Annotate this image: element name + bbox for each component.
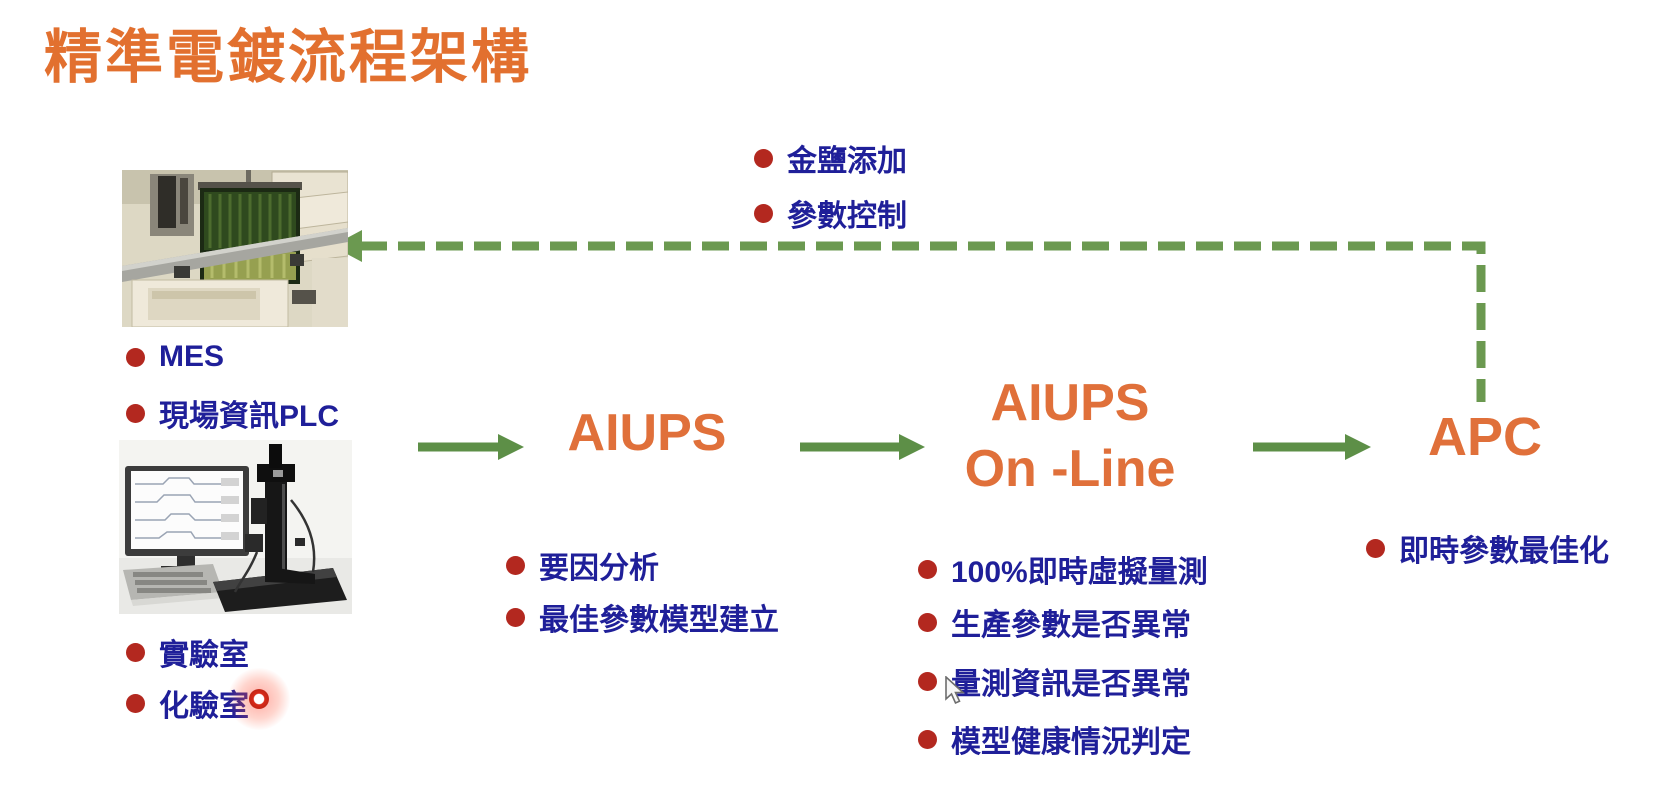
input-item-chem-lab: 化驗室 [126,681,249,725]
input-item-label: 現場資訊PLC [159,400,339,433]
stage-aiups-label: AIUPS [567,404,727,462]
aiups-item-best-parameter-model: 最佳參數模型建立 [506,595,779,639]
input-item-label: 化驗室 [159,690,249,723]
bullet-dot-icon [918,612,937,632]
bullet-dot-icon [126,693,145,713]
bullet-dot-icon [126,347,145,367]
online-item-production-anomaly: 生產參數是否異常 [918,600,1191,644]
apc-item-label: 即時參數最佳化 [1399,535,1609,568]
bullet-dot-icon [506,555,525,575]
bullet-dot-icon [126,642,145,662]
electroplating-photo-art [122,170,349,328]
bullet-dot-icon [126,403,145,423]
lab-instrument-photo-art [119,440,352,614]
bullet-dot-icon [506,607,525,627]
flow-arrow-2-icon [800,434,925,460]
bullet-dot-icon [754,203,773,223]
input-item-label: 實驗室 [159,639,249,672]
online-item-label: 生產參數是否異常 [951,609,1191,642]
stage-aiups-online-line2: On -Line [964,440,1176,498]
electroplating-photo [122,170,349,328]
feedback-item-label: 參數控制 [787,200,907,233]
aiups-item-label: 要因分析 [539,552,659,585]
online-item-label: 100%即時虛擬量測 [951,556,1208,589]
stage-apc-label: APC [1427,407,1542,467]
feedback-item-label: 金鹽添加 [787,145,907,178]
bullet-dot-icon [1366,538,1385,558]
laser-pointer-dot-icon [249,689,269,709]
online-item-label: 模型健康情況判定 [951,726,1191,759]
input-item-label: MES [159,340,225,373]
input-item-laboratory: 實驗室 [126,630,249,674]
mouse-cursor-icon [945,676,966,705]
online-item-model-health: 模型健康情況判定 [918,717,1191,761]
bullet-dot-icon [918,559,937,579]
apc-item-realtime-optimization: 即時參數最佳化 [1366,526,1609,570]
bullet-dot-icon [918,729,937,749]
stage-aiups-online-label: AIUPS On -Line [920,370,1220,502]
online-item-label: 量測資訊是否異常 [951,668,1191,701]
bullet-dot-icon [918,671,937,691]
online-item-metrology-anomaly: 量測資訊是否異常 [918,659,1191,703]
slide-title: 精準電鍍流程架構 [44,25,533,90]
stage-aiups-online-line1: AIUPS [990,374,1150,432]
aiups-item-factor-analysis: 要因分析 [506,543,659,587]
feedback-dashed-arrow [332,230,1486,402]
bullet-dot-icon [754,148,773,168]
feedback-item-gold-salt: 金鹽添加 [754,136,907,180]
input-item-mes: MES [126,340,224,374]
aiups-item-label: 最佳參數模型建立 [539,604,779,637]
lab-instrument-photo [119,440,352,614]
online-item-virtual-metrology: 100%即時虛擬量測 [918,547,1208,591]
feedback-item-parameter-control: 參數控制 [754,191,907,235]
input-item-plc: 現場資訊PLC [126,391,339,435]
